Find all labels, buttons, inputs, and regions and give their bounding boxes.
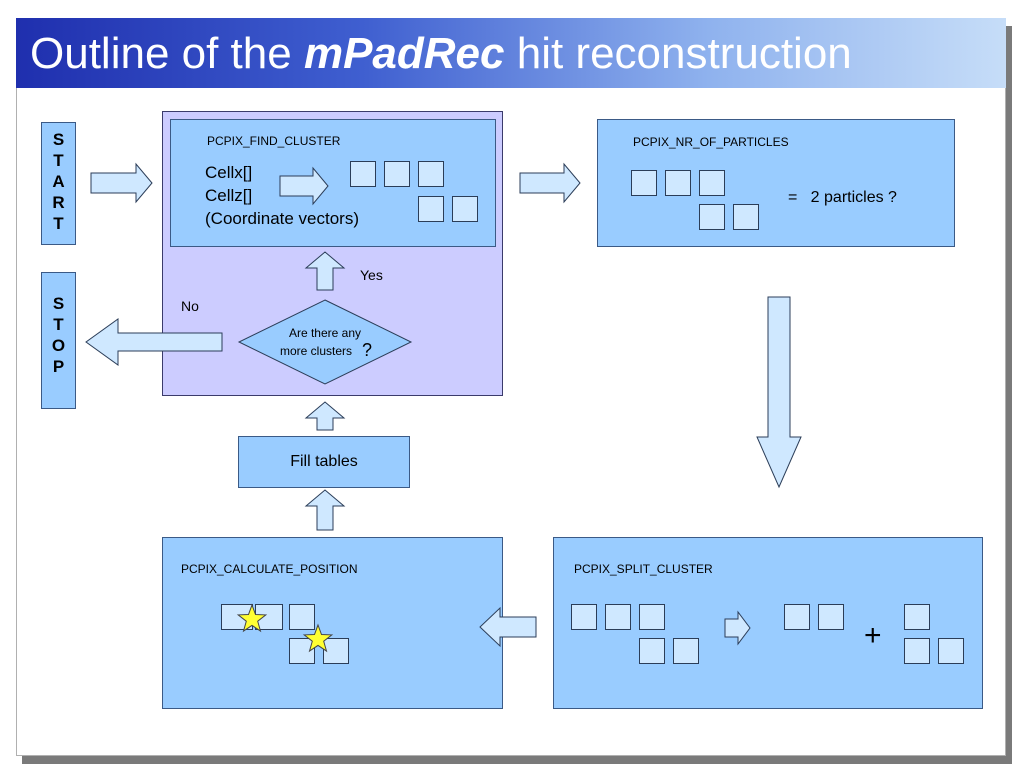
decision-line1: Are there any — [289, 326, 361, 340]
cell — [699, 204, 725, 230]
arrow-up-icon — [304, 489, 346, 531]
calculate-position-box: PCPIX_CALCULATE_POSITION — [162, 537, 503, 709]
cell — [605, 604, 631, 630]
cellx-text: Cellx[] — [205, 163, 253, 182]
start-letter: A — [52, 172, 65, 191]
cell — [631, 170, 657, 196]
star-icon — [302, 623, 334, 653]
cell — [733, 204, 759, 230]
fill-tables-box: Fill tables — [238, 436, 410, 488]
start-letter: T — [53, 151, 64, 170]
split-plus-sign: + — [864, 619, 882, 652]
cell — [384, 161, 410, 187]
cell — [673, 638, 699, 664]
decision-question-mark: ? — [362, 340, 372, 360]
particles-result-text: = 2 particles ? — [788, 189, 897, 206]
cell — [418, 196, 444, 222]
star-icon — [236, 603, 268, 633]
calculate-position-label: PCPIX_CALCULATE_POSITION — [181, 562, 358, 576]
arrow-right-icon — [279, 166, 329, 206]
start-letter: T — [53, 214, 64, 233]
cell — [323, 638, 349, 664]
cell — [784, 604, 810, 630]
nr-of-particles-label: PCPIX_NR_OF_PARTICLES — [633, 135, 789, 149]
slide-title: Outline of the mPadRec hit reconstructio… — [30, 26, 852, 82]
cell — [571, 604, 597, 630]
stop-letter: T — [53, 315, 64, 334]
arrow-down-icon — [756, 296, 802, 489]
cell — [289, 638, 315, 664]
cell — [938, 638, 964, 664]
split-cluster-label: PCPIX_SPLIT_CLUSTER — [574, 562, 713, 576]
title-emphasis: mPadRec — [303, 29, 505, 78]
cell — [639, 604, 665, 630]
cellz-text: Cellz[] — [205, 186, 253, 205]
decision-no-label: No — [181, 298, 199, 314]
arrow-left-icon — [479, 606, 537, 648]
arrow-right-icon — [90, 162, 153, 204]
find-cluster-label: PCPIX_FIND_CLUSTER — [207, 134, 341, 148]
stop-letter: S — [52, 294, 65, 313]
decision-line2: more clusters — [280, 344, 352, 358]
title-bar — [16, 18, 1006, 88]
cell — [904, 604, 930, 630]
cell — [818, 604, 844, 630]
arrow-right-icon — [724, 610, 751, 646]
cell — [699, 170, 725, 196]
stop-letter: O — [51, 336, 66, 355]
cell — [665, 170, 691, 196]
cell — [452, 196, 478, 222]
title-prefix: Outline of the — [30, 29, 304, 78]
cell — [418, 161, 444, 187]
arrow-right-icon — [519, 162, 581, 204]
cell — [350, 161, 376, 187]
start-letter: S — [52, 130, 65, 149]
stop-letter: P — [52, 357, 65, 376]
cell — [289, 604, 315, 630]
cell — [639, 638, 665, 664]
find-cluster-box: PCPIX_FIND_CLUSTER Cellx[] Cellz[] (Coor… — [170, 119, 496, 247]
cell — [904, 638, 930, 664]
coordinate-vectors-text: (Coordinate vectors) — [205, 209, 360, 228]
decision-yes-label: Yes — [360, 267, 383, 283]
start-letter: R — [52, 193, 65, 212]
arrow-left-icon — [85, 318, 223, 366]
title-suffix: hit reconstruction — [504, 29, 852, 78]
decision-diamond — [237, 299, 413, 385]
arrow-up-icon — [304, 401, 346, 431]
arrow-up-icon — [304, 251, 346, 291]
fill-tables-label: Fill tables — [290, 453, 358, 470]
